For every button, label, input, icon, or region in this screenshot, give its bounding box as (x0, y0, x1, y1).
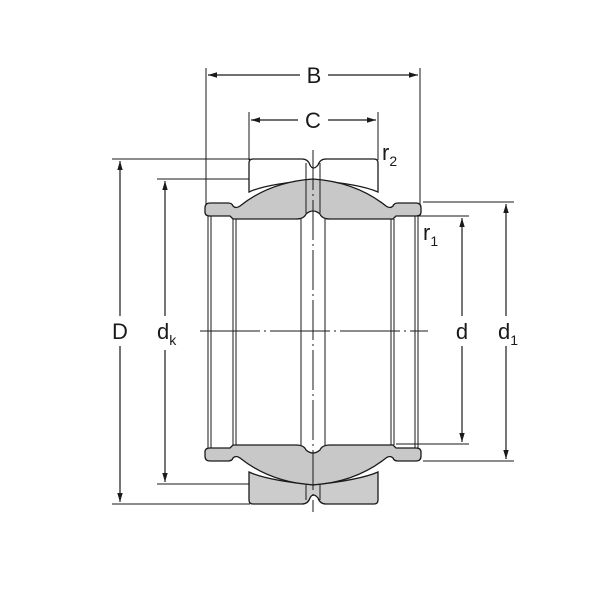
label-r2: r2 (382, 140, 397, 169)
inner-ring-top (204, 178, 422, 220)
label-d-bore: d (456, 319, 468, 344)
center-lines (200, 150, 428, 512)
dimension-d-outer: D (112, 158, 250, 505)
dimension-d1: d1 (423, 201, 518, 462)
dimension-dk: dk (157, 178, 290, 485)
label-b: B (307, 63, 322, 88)
bore-lines (207, 216, 419, 448)
label-dk: dk (157, 319, 177, 348)
label-r1: r1 (423, 220, 438, 249)
label-d1: d1 (498, 319, 518, 348)
dimension-b: B (205, 63, 421, 205)
label-d-outer: D (112, 319, 128, 344)
dimension-d-bore: d (396, 215, 469, 445)
label-c: C (305, 108, 321, 133)
dimension-c: C (248, 108, 379, 160)
